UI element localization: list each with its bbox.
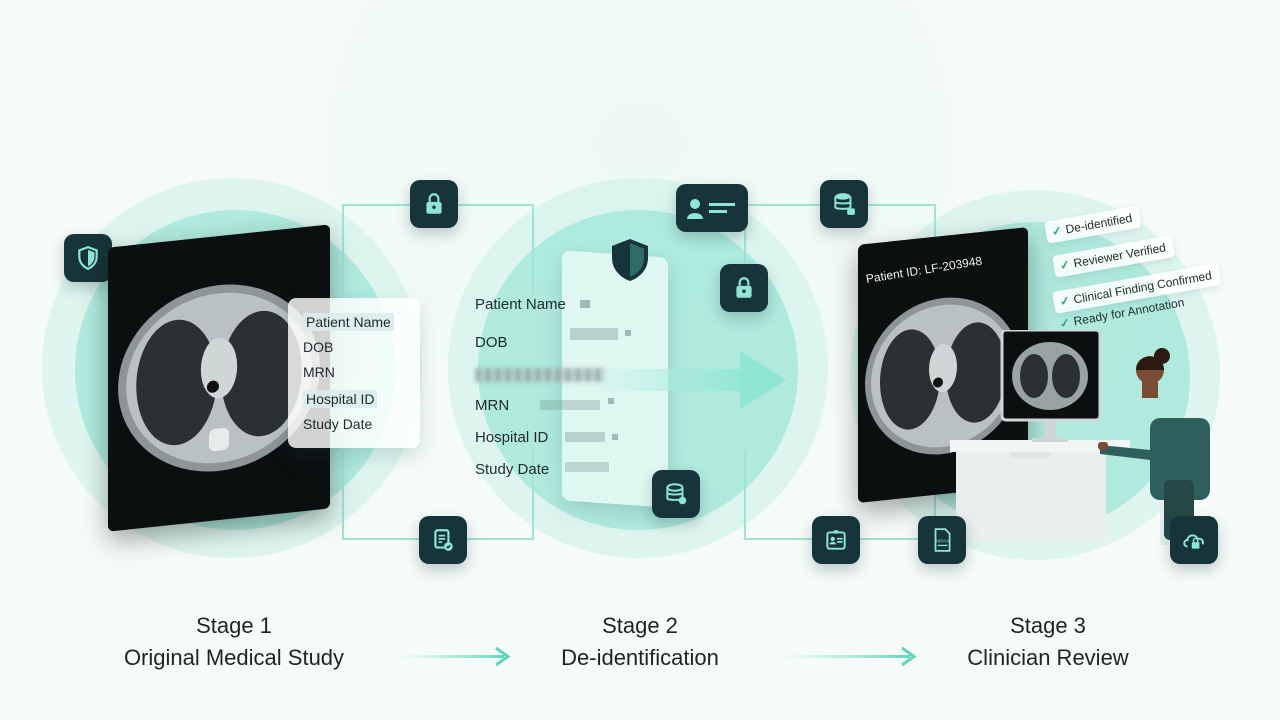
transform-arrow xyxy=(600,351,786,409)
field-hospital-id-redacted: Hospital ID xyxy=(475,429,549,446)
id-badge-tile[interactable] xyxy=(812,516,860,564)
lock-tile-stage2[interactable] xyxy=(720,264,768,312)
stage1-title: Stage 1 Original Medical Study xyxy=(94,610,374,674)
stage2-name: De-identification xyxy=(561,645,719,670)
cloud-lock-tile[interactable] xyxy=(1170,516,1218,564)
id-card-icon xyxy=(687,199,735,219)
pixel-redaction xyxy=(625,330,631,336)
field-study-date: Study Date xyxy=(303,416,373,432)
ct-scan-original xyxy=(108,224,330,532)
pixel-redaction xyxy=(608,398,614,404)
stage1-number: Stage 1 xyxy=(196,613,272,638)
stage3-name: Clinician Review xyxy=(967,645,1129,670)
id-badge-icon xyxy=(826,530,846,550)
hipaa-document-tile[interactable]: HIPAA xyxy=(918,516,966,564)
lock-icon xyxy=(426,193,442,214)
field-mrn: MRN xyxy=(303,364,335,380)
stage3-number: Stage 3 xyxy=(1010,613,1086,638)
stage-arrow-1 xyxy=(396,646,511,667)
ct-scan-deidentified xyxy=(858,227,1028,503)
pixel-redaction xyxy=(580,300,590,308)
database-lock-icon xyxy=(666,483,687,505)
lock-tile-top[interactable] xyxy=(410,180,458,228)
shield-icon xyxy=(612,239,648,281)
pixel-redaction xyxy=(565,462,609,472)
field-dob: DOB xyxy=(303,339,334,355)
pixel-redaction xyxy=(565,432,605,442)
field-dob-redacted: DOB xyxy=(475,334,508,351)
shield-tile[interactable] xyxy=(64,234,112,282)
field-mrn-redacted: MRN xyxy=(475,397,510,414)
database-lock-icon xyxy=(834,193,855,215)
field-study-date-redacted: Study Date xyxy=(475,461,550,478)
pixel-redaction xyxy=(612,434,618,440)
field-hospital-id: Hospital ID xyxy=(303,390,378,408)
document-check-icon xyxy=(434,529,453,551)
hipaa-label: HIPAA xyxy=(936,539,950,544)
database-tile-stage2[interactable] xyxy=(652,470,700,518)
lock-icon xyxy=(736,277,752,298)
field-patient-name-redacted: Patient Name xyxy=(475,296,566,313)
clinician-workstation xyxy=(950,330,1210,545)
id-card-tile[interactable] xyxy=(676,184,748,232)
hipaa-document-icon: HIPAA xyxy=(934,528,951,552)
stage2-title: Stage 2 De-identification xyxy=(500,610,780,674)
stage2-number: Stage 2 xyxy=(602,613,678,638)
database-tile-top[interactable] xyxy=(820,180,868,228)
document-check-tile[interactable] xyxy=(419,516,467,564)
shield-tile-stage2[interactable] xyxy=(606,236,654,284)
stage1-name: Original Medical Study xyxy=(123,645,345,670)
stage-arrow-2 xyxy=(778,646,917,667)
pixel-redaction xyxy=(540,400,600,410)
redacted-value-blur xyxy=(475,368,605,382)
pixel-redaction xyxy=(570,328,618,340)
stage3-title: Stage 3 Clinician Review xyxy=(908,610,1188,674)
cloud-lock-icon xyxy=(1183,534,1204,549)
field-patient-name: Patient Name xyxy=(303,313,394,331)
shield-icon xyxy=(78,246,98,271)
